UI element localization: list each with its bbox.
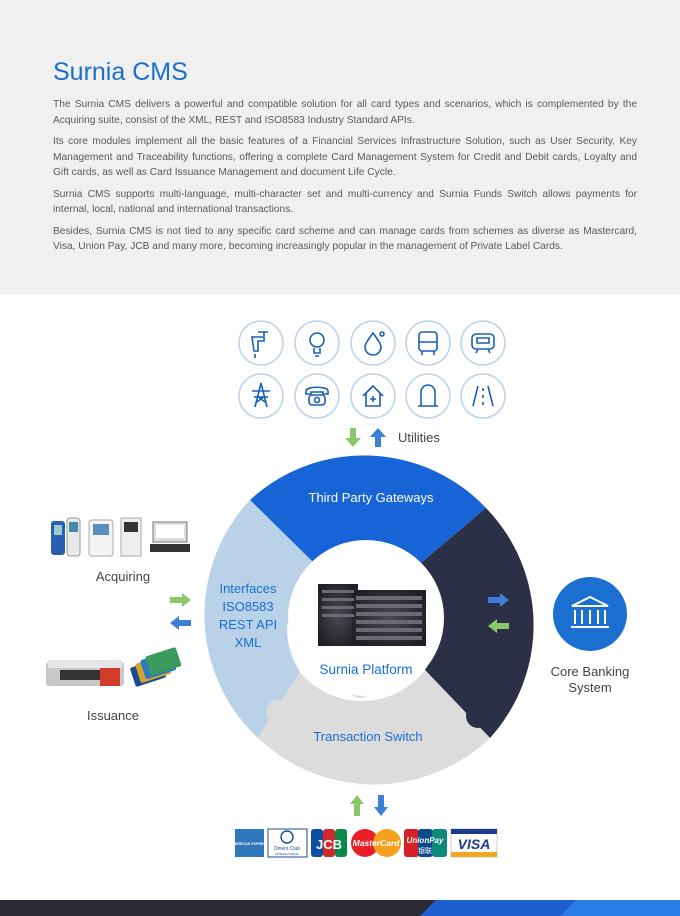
utilities-label: Utilities — [398, 430, 440, 445]
acquiring-devices-image — [51, 517, 190, 557]
segment-top-label: Third Party Gateways — [309, 490, 434, 505]
segment-left-label-2: ISO8583 — [222, 599, 273, 614]
unionpay-text-2: 银联 — [418, 846, 432, 855]
mastercard-logo: MasterCard — [351, 829, 401, 857]
core-banking-icon — [553, 577, 627, 651]
utility-icons — [238, 320, 506, 366]
utility-icons-row2 — [238, 373, 506, 419]
intro-section — [0, 0, 680, 294]
segment-core-link — [415, 508, 534, 738]
road-icon — [460, 373, 506, 419]
jcb-text: JCB — [316, 837, 342, 852]
diners-text-2: INTERNATIONAL — [275, 852, 299, 856]
segment-left-label-1: Interfaces — [219, 581, 277, 596]
unionpay-logo: UnionPay 银联 — [404, 829, 447, 857]
acquiring-arrows — [170, 593, 191, 630]
tram-icon — [460, 320, 506, 366]
intro-paragraph-4: Besides, Surnia CMS is not tied to any s… — [53, 225, 637, 253]
utilities-arrows — [345, 428, 386, 447]
intro-paragraph-3: Surnia CMS supports multi-language, mult… — [53, 188, 637, 216]
segment-left-label-3: REST API — [219, 617, 277, 632]
lightbulb-icon — [294, 320, 340, 366]
intro-paragraph-1: The Surnia CMS delivers a powerful and c… — [53, 99, 637, 126]
server-rack-image — [318, 584, 426, 646]
diners-logo: Diners Club INTERNATIONAL — [267, 828, 308, 858]
intro-paragraph-2: Its core modules implement all the basic… — [53, 136, 637, 178]
card-scheme-arrows — [350, 795, 388, 816]
segment-bottom-label: Transaction Switch — [313, 729, 422, 744]
intro-text: The Surnia CMS delivers a powerful and c… — [53, 97, 637, 261]
segment-left-label-4: XML — [235, 635, 262, 650]
water-drop-icon — [350, 320, 396, 366]
visa-text: VISA — [458, 836, 491, 852]
amex-logo: AMERICAN EXPRESS — [231, 829, 269, 857]
bus-icon — [405, 320, 451, 366]
page-title: Surnia CMS — [53, 58, 188, 86]
telephone-icon — [294, 373, 340, 419]
unionpay-text-1: UnionPay — [407, 836, 444, 845]
issuance-devices-image — [46, 647, 182, 687]
platform-ring — [204, 455, 534, 785]
jcb-logo: JCB — [311, 829, 347, 857]
center-label: Surnia Platform — [319, 662, 412, 677]
core-banking-arrows — [488, 593, 509, 633]
diners-text-1: Diners Club — [274, 846, 300, 852]
house-plus-icon — [350, 373, 396, 419]
visa-logo: VISA — [450, 828, 498, 858]
mastercard-text: MasterCard — [353, 838, 401, 848]
segment-interfaces — [204, 500, 317, 738]
amex-text: AMERICAN EXPRESS — [231, 842, 269, 846]
faucet-icon — [238, 320, 284, 366]
gas-tank-icon — [405, 373, 451, 419]
segment-third-party-gateways — [250, 455, 486, 568]
footer-accent-light — [560, 900, 680, 916]
core-banking-label-1: Core Banking — [551, 664, 630, 679]
power-tower-icon — [238, 373, 284, 419]
segment-transaction-switch — [258, 670, 490, 785]
acquiring-label: Acquiring — [96, 569, 150, 584]
issuance-label: Issuance — [87, 708, 139, 723]
card-scheme-logos: AMERICAN EXPRESS Diners Club INTERNATION… — [231, 828, 498, 858]
core-banking-label-2: System — [568, 680, 611, 695]
